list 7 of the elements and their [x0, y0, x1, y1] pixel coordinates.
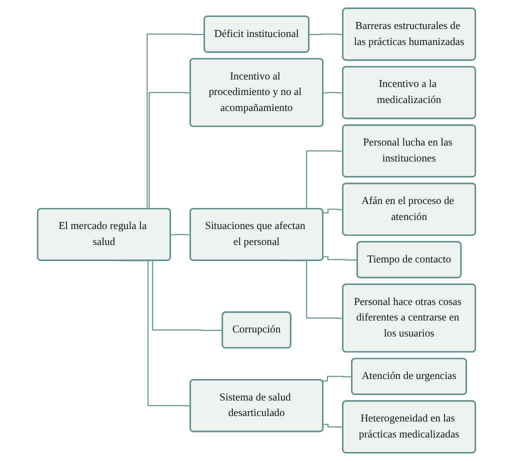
connector — [322, 208, 344, 214]
connector — [322, 424, 344, 428]
connector — [322, 92, 344, 94]
connector — [308, 34, 344, 35]
connector — [322, 256, 358, 261]
connector — [322, 376, 353, 382]
connector — [170, 234, 191, 236]
